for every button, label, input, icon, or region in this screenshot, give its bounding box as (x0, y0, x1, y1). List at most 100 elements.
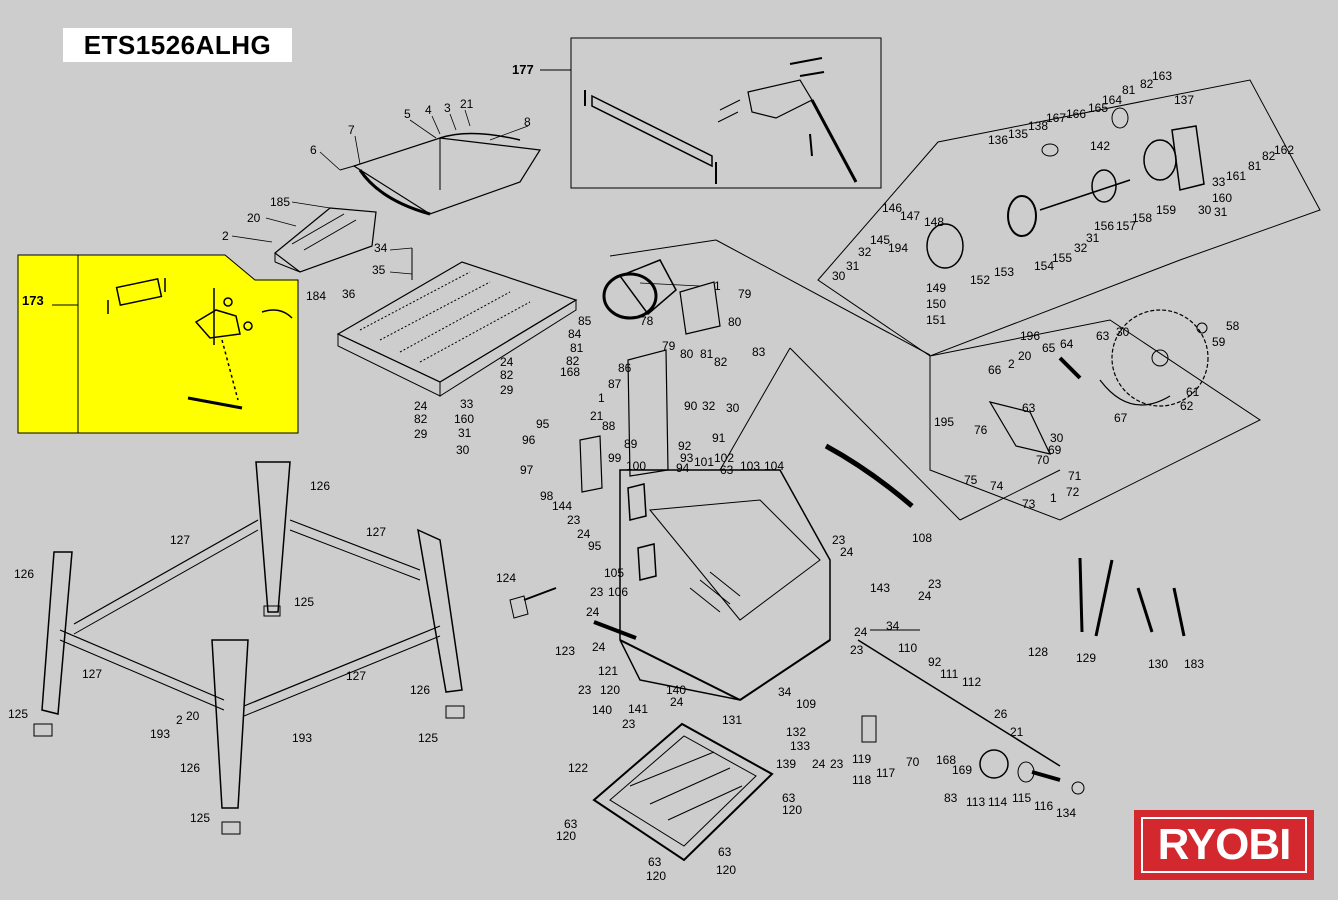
part-label-l35: 35 (372, 263, 386, 277)
part-label-l115: 115 (1012, 791, 1031, 805)
part-label-l21a: 21 (460, 97, 474, 111)
part-label-l82a: 82 (500, 368, 514, 382)
part-label-l127d: 127 (346, 669, 366, 683)
part-label-l95b: 95 (588, 539, 602, 553)
part-label-l34c: 34 (778, 685, 792, 699)
part-label-l126c: 126 (410, 683, 430, 697)
part-label-l141: 141 (628, 702, 648, 716)
part-label-l162: 162 (1274, 143, 1294, 157)
part-label-l24b: 24 (414, 399, 428, 413)
part-label-l74: 74 (990, 479, 1004, 493)
part-label-l63g: 63 (1022, 401, 1036, 415)
part-label-l112: 112 (962, 675, 981, 689)
part-label-l120e: 120 (716, 863, 736, 877)
part-label-l82b: 82 (414, 412, 428, 426)
part-label-l91: 91 (712, 431, 726, 445)
part-label-l21c: 21 (1010, 725, 1024, 739)
part-label-l81d: 81 (1248, 159, 1262, 173)
part-label-l101: 101 (694, 455, 714, 469)
part-label-l193a: 193 (150, 727, 170, 741)
part-label-l156: 156 (1094, 219, 1114, 233)
part-label-l81c: 81 (1122, 83, 1136, 97)
part-label-l96: 96 (522, 433, 536, 447)
part-label-l111: 111 (940, 667, 959, 681)
part-label-l94: 94 (676, 461, 690, 475)
part-label-l63d: 63 (648, 855, 662, 869)
stand-assembly (33, 461, 465, 835)
part-label-l118: 118 (852, 773, 871, 787)
table-extension-184 (274, 207, 377, 273)
part-label-l1c: 1 (1050, 491, 1057, 505)
part-label-l23a: 23 (567, 513, 581, 527)
part-label-l21b: 21 (590, 409, 604, 423)
part-label-l109: 109 (796, 697, 816, 711)
part-label-l184: 184 (306, 289, 326, 303)
part-label-l126a: 126 (310, 479, 330, 493)
part-label-l158: 158 (1132, 211, 1152, 225)
part-label-l110: 110 (898, 641, 917, 655)
part-label-l24a: 24 (500, 355, 514, 369)
part-label-l150: 150 (926, 297, 946, 311)
part-label-l23g: 23 (850, 643, 864, 657)
part-label-l125a: 125 (294, 595, 314, 609)
part-label-l2c: 2 (1008, 357, 1015, 371)
part-label-l100: 100 (626, 459, 646, 473)
part-label-l8: 8 (524, 115, 531, 129)
part-label-l97: 97 (520, 463, 534, 477)
part-label-l20b: 20 (186, 709, 200, 723)
part-label-l154: 154 (1034, 259, 1054, 273)
brand-name: RYOBI (1141, 817, 1307, 873)
part-label-l63f: 63 (1096, 329, 1110, 343)
ryobi-logo: RYOBI (1134, 810, 1314, 880)
motor-exploded-view (817, 79, 1321, 357)
part-label-l116: 116 (1034, 799, 1053, 813)
part-label-l148: 148 (924, 215, 944, 229)
dust-tray-122 (592, 722, 774, 862)
part-label-l34b: 34 (886, 619, 900, 633)
part-label-l132: 132 (786, 725, 806, 739)
part-label-l58: 58 (1226, 319, 1240, 333)
blade-assembly (929, 309, 1261, 521)
part-label-l3: 3 (444, 101, 451, 115)
part-label-l23d: 23 (578, 683, 592, 697)
part-label-l24f: 24 (592, 640, 606, 654)
part-label-l155: 155 (1052, 251, 1072, 265)
part-label-l120c: 120 (782, 803, 802, 817)
part-label-l34a: 34 (374, 241, 388, 255)
part-label-l185: 185 (270, 195, 290, 209)
leader-lines (231, 109, 701, 287)
part-label-l63a: 63 (720, 463, 734, 477)
part-label-l23c: 23 (590, 585, 604, 599)
part-label-l24e: 24 (586, 605, 600, 619)
part-label-l103: 103 (740, 459, 760, 473)
part-label-l83a: 83 (752, 345, 766, 359)
part-label-l127c: 127 (82, 667, 102, 681)
part-label-l108: 108 (912, 531, 932, 545)
part-label-l30b: 30 (726, 401, 740, 415)
part-label-l30c: 30 (1116, 325, 1130, 339)
handwheel-assembly (857, 629, 1085, 795)
part-label-l122: 122 (568, 761, 588, 775)
blade-guard (339, 132, 542, 216)
part-label-l33b: 33 (1212, 175, 1226, 189)
part-label-l161: 161 (1226, 169, 1246, 183)
part-label-l78: 78 (640, 314, 654, 328)
part-label-l81b: 81 (570, 341, 584, 355)
tools (1078, 557, 1186, 637)
part-label-l85: 85 (578, 314, 592, 328)
part-label-l63c: 63 (782, 791, 796, 805)
part-label-l62: 62 (1180, 399, 1194, 413)
part-label-l194: 194 (888, 241, 908, 255)
part-label-l82e: 82 (1140, 77, 1154, 91)
part-label-l169: 169 (952, 763, 972, 777)
part-label-l86: 86 (618, 361, 632, 375)
part-label-l20a: 20 (247, 211, 261, 225)
part-label-l120d: 120 (646, 869, 666, 883)
part-label-l73: 73 (1022, 497, 1036, 511)
part-label-l99: 99 (608, 451, 622, 465)
part-label-l82f: 82 (1262, 149, 1276, 163)
part-labels: 173 177 (22, 62, 534, 308)
highlight-kit-173[interactable] (17, 254, 299, 434)
